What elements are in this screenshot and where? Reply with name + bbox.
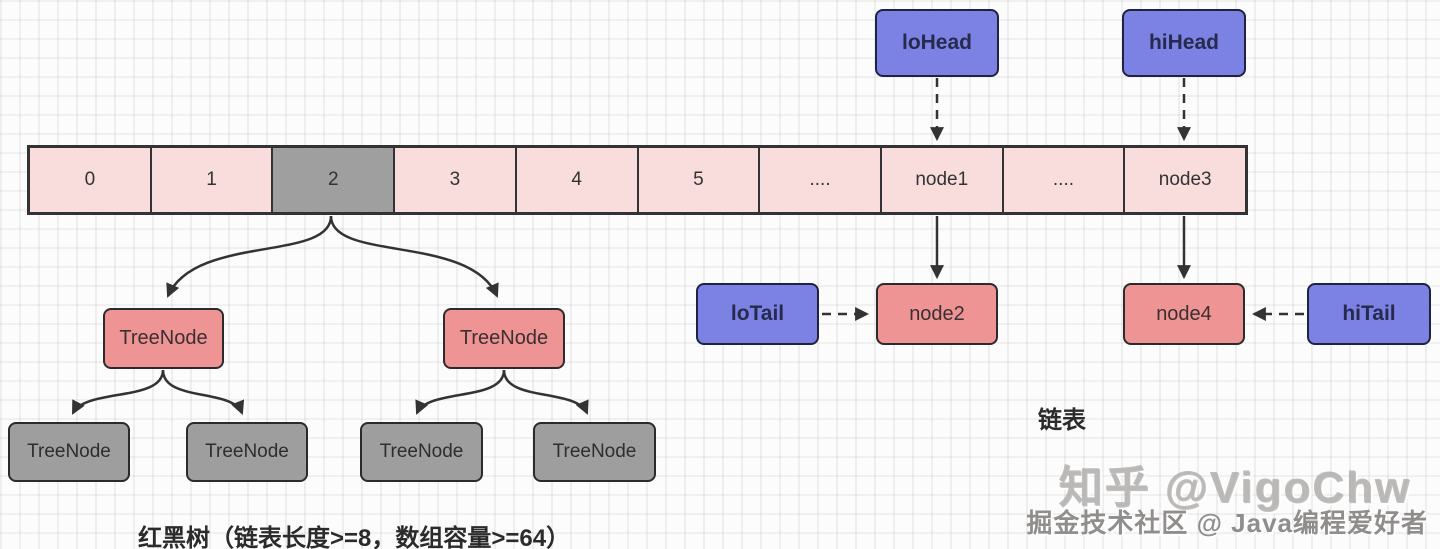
treenode-lower-2: TreeNode [186, 422, 308, 482]
array-cell-8: .... [1001, 148, 1124, 212]
array-cell-6: .... [758, 148, 880, 212]
array-cell-1: 1 [149, 148, 272, 212]
array-cell-2: 2 [271, 148, 394, 212]
array-cell-5: 5 [636, 148, 759, 212]
node4-box: node4 [1123, 283, 1245, 345]
treenode-upper-left: TreeNode [103, 308, 224, 369]
lotail-box: loTail [696, 283, 819, 345]
treenode-lower-4: TreeNode [533, 422, 656, 482]
treenode-upper-right: TreeNode [443, 308, 565, 369]
rbtree-caption: 红黑树（链表长度>=8，数组容量>=64） [138, 525, 571, 549]
array-cell-4: 4 [514, 148, 637, 212]
array-cell-3: 3 [393, 148, 515, 212]
hitail-box: hiTail [1307, 283, 1431, 345]
array-cell-node3: node3 [1123, 148, 1246, 212]
array-cell-0: 0 [30, 148, 150, 212]
linked-list-label: 链表 [1038, 407, 1086, 434]
hash-array: 0 1 2 3 4 5 .... node1 .... node3 [27, 145, 1248, 215]
treenode-lower-1: TreeNode [8, 422, 130, 482]
array-cell-node1: node1 [879, 148, 1002, 212]
lohead-box: loHead [875, 9, 999, 77]
treenode-lower-3: TreeNode [360, 422, 483, 482]
node2-box: node2 [876, 283, 998, 345]
hihead-box: hiHead [1122, 9, 1246, 77]
juejin-watermark: 掘金技术社区 @ Java编程爱好者 [1026, 508, 1428, 538]
zhihu-watermark: 知乎 @VigoChw [1059, 464, 1412, 513]
